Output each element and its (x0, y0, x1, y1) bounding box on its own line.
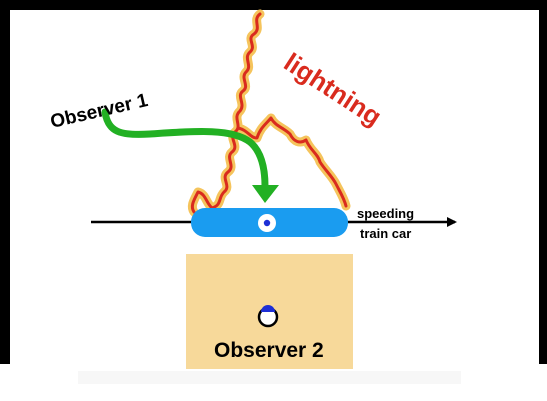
lightning-label: lightning (279, 47, 387, 132)
lightning-right-core (236, 116, 348, 208)
observer1-eye-icon (258, 214, 276, 232)
observer2-label: Observer 2 (214, 339, 324, 362)
observer1-sightline-arrow (101, 108, 279, 203)
lightning-bolt (187, 9, 351, 217)
observer2-person-icon (257, 305, 279, 328)
train-label-line2: train car (360, 226, 411, 241)
lightning-main-core (210, 12, 262, 210)
lightning-right-glow (233, 113, 351, 211)
observer1-label: Observer 1 (48, 90, 150, 133)
train-label-line1: speeding (357, 206, 414, 221)
lightning-left-core (190, 190, 214, 214)
platform-shadow (78, 371, 461, 384)
